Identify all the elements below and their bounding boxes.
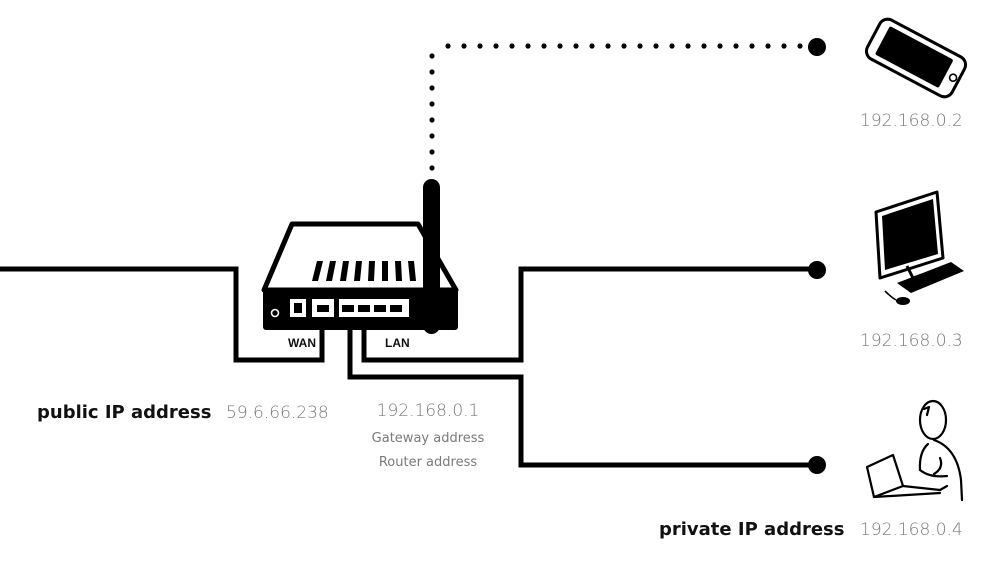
desktop-computer-icon (874, 190, 964, 305)
laptop-ip-address: 192.168.0.4 (860, 520, 963, 540)
desktop-ip-address: 192.168.0.3 (860, 331, 963, 351)
phone-ip-address: 192.168.0.2 (860, 111, 963, 131)
laptop-endpoint-dot (808, 456, 826, 474)
public-ip-label: public IP address (37, 402, 211, 423)
gateway-address-note: Gateway address (372, 431, 485, 446)
wan-port-label: WAN (288, 336, 316, 350)
private-ip-label: private IP address (659, 519, 844, 540)
phone-endpoint-dot (808, 38, 826, 56)
router-icon (261, 179, 459, 334)
lan-connection-line-desktop (361, 266, 815, 363)
wan-connection-line (0, 266, 325, 363)
person-with-laptop-icon (865, 399, 964, 502)
wireless-connection-dots (429, 43, 803, 171)
router-address-note: Router address (379, 455, 478, 470)
router-ip-address: 192.168.0.1 (377, 401, 480, 421)
lan-connection-line-laptop (347, 310, 815, 468)
lan-port-label: LAN (385, 336, 410, 350)
desktop-endpoint-dot (808, 261, 826, 279)
smartphone-icon (864, 17, 968, 99)
public-ip-address: 59.6.66.238 (226, 403, 329, 423)
